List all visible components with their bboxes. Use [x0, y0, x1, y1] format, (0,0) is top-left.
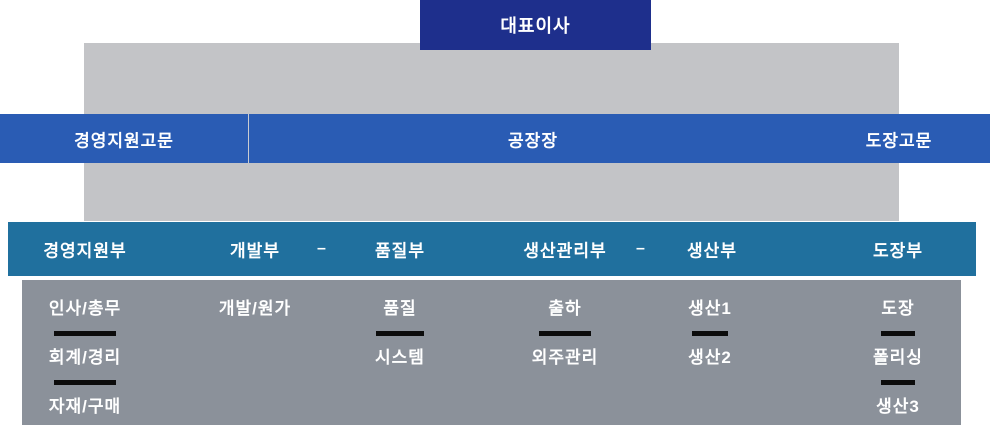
advisor-bar: 경영지원고문 공장장 도장고문 — [0, 114, 990, 163]
team-column-development: 개발/원가 — [170, 294, 340, 324]
connector-mid — [84, 163, 899, 221]
team-item: 회계/경리 — [48, 348, 122, 367]
team-item: 자재/구매 — [48, 397, 122, 416]
team-divider — [881, 380, 915, 385]
team-item: 생산3 — [876, 397, 920, 416]
team-item: 외주관리 — [531, 348, 599, 367]
dept-label-painting: 도장부 — [873, 241, 923, 261]
team-column-painting: 도장 폴리싱 생산3 — [813, 294, 983, 422]
dept-dash-icon: – — [317, 240, 327, 257]
team-divider — [376, 331, 424, 336]
team-column-quality: 품질 시스템 — [315, 294, 485, 373]
team-divider — [54, 331, 116, 336]
team-divider — [692, 331, 728, 336]
team-item: 생산2 — [688, 348, 732, 367]
dept-label-production-management: 생산관리부 — [523, 241, 607, 261]
advisor-label-factory-manager: 공장장 — [508, 131, 558, 150]
team-item: 생산1 — [688, 299, 732, 318]
dept-label-production: 생산부 — [687, 241, 737, 261]
team-divider — [881, 331, 915, 336]
advisor-bar-divider — [248, 114, 249, 163]
team-item: 도장 — [881, 299, 915, 318]
team-item: 개발/원가 — [218, 299, 292, 318]
team-item: 인사/총무 — [48, 299, 122, 318]
dept-label-management-support: 경영지원부 — [43, 241, 127, 261]
team-item: 폴리싱 — [873, 348, 923, 367]
dept-label-quality: 품질부 — [375, 241, 425, 261]
dept-dash-icon: – — [636, 240, 646, 257]
advisor-label-management-support: 경영지원고문 — [74, 131, 174, 150]
team-column-management-support: 인사/총무 회계/경리 자재/구매 — [0, 294, 170, 422]
team-column-production-management: 출하 외주관리 — [480, 294, 650, 373]
team-divider — [539, 331, 591, 336]
department-bar: 경영지원부 개발부 – 품질부 생산관리부 – 생산부 도장부 — [8, 222, 976, 276]
dept-label-development: 개발부 — [230, 241, 280, 261]
team-item: 품질 — [383, 299, 417, 318]
ceo-box: 대표이사 — [420, 0, 651, 50]
connector-top — [84, 43, 899, 114]
team-item: 출하 — [548, 299, 582, 318]
advisor-label-painting-advisor: 도장고문 — [865, 131, 933, 150]
ceo-label: 대표이사 — [500, 16, 571, 36]
team-item: 시스템 — [375, 348, 425, 367]
team-column-production: 생산1 생산2 — [625, 294, 795, 373]
team-divider — [54, 380, 116, 385]
team-panel: 인사/총무 회계/경리 자재/구매 개발/원가 품질 시스템 출하 외주관리 생… — [22, 280, 961, 425]
